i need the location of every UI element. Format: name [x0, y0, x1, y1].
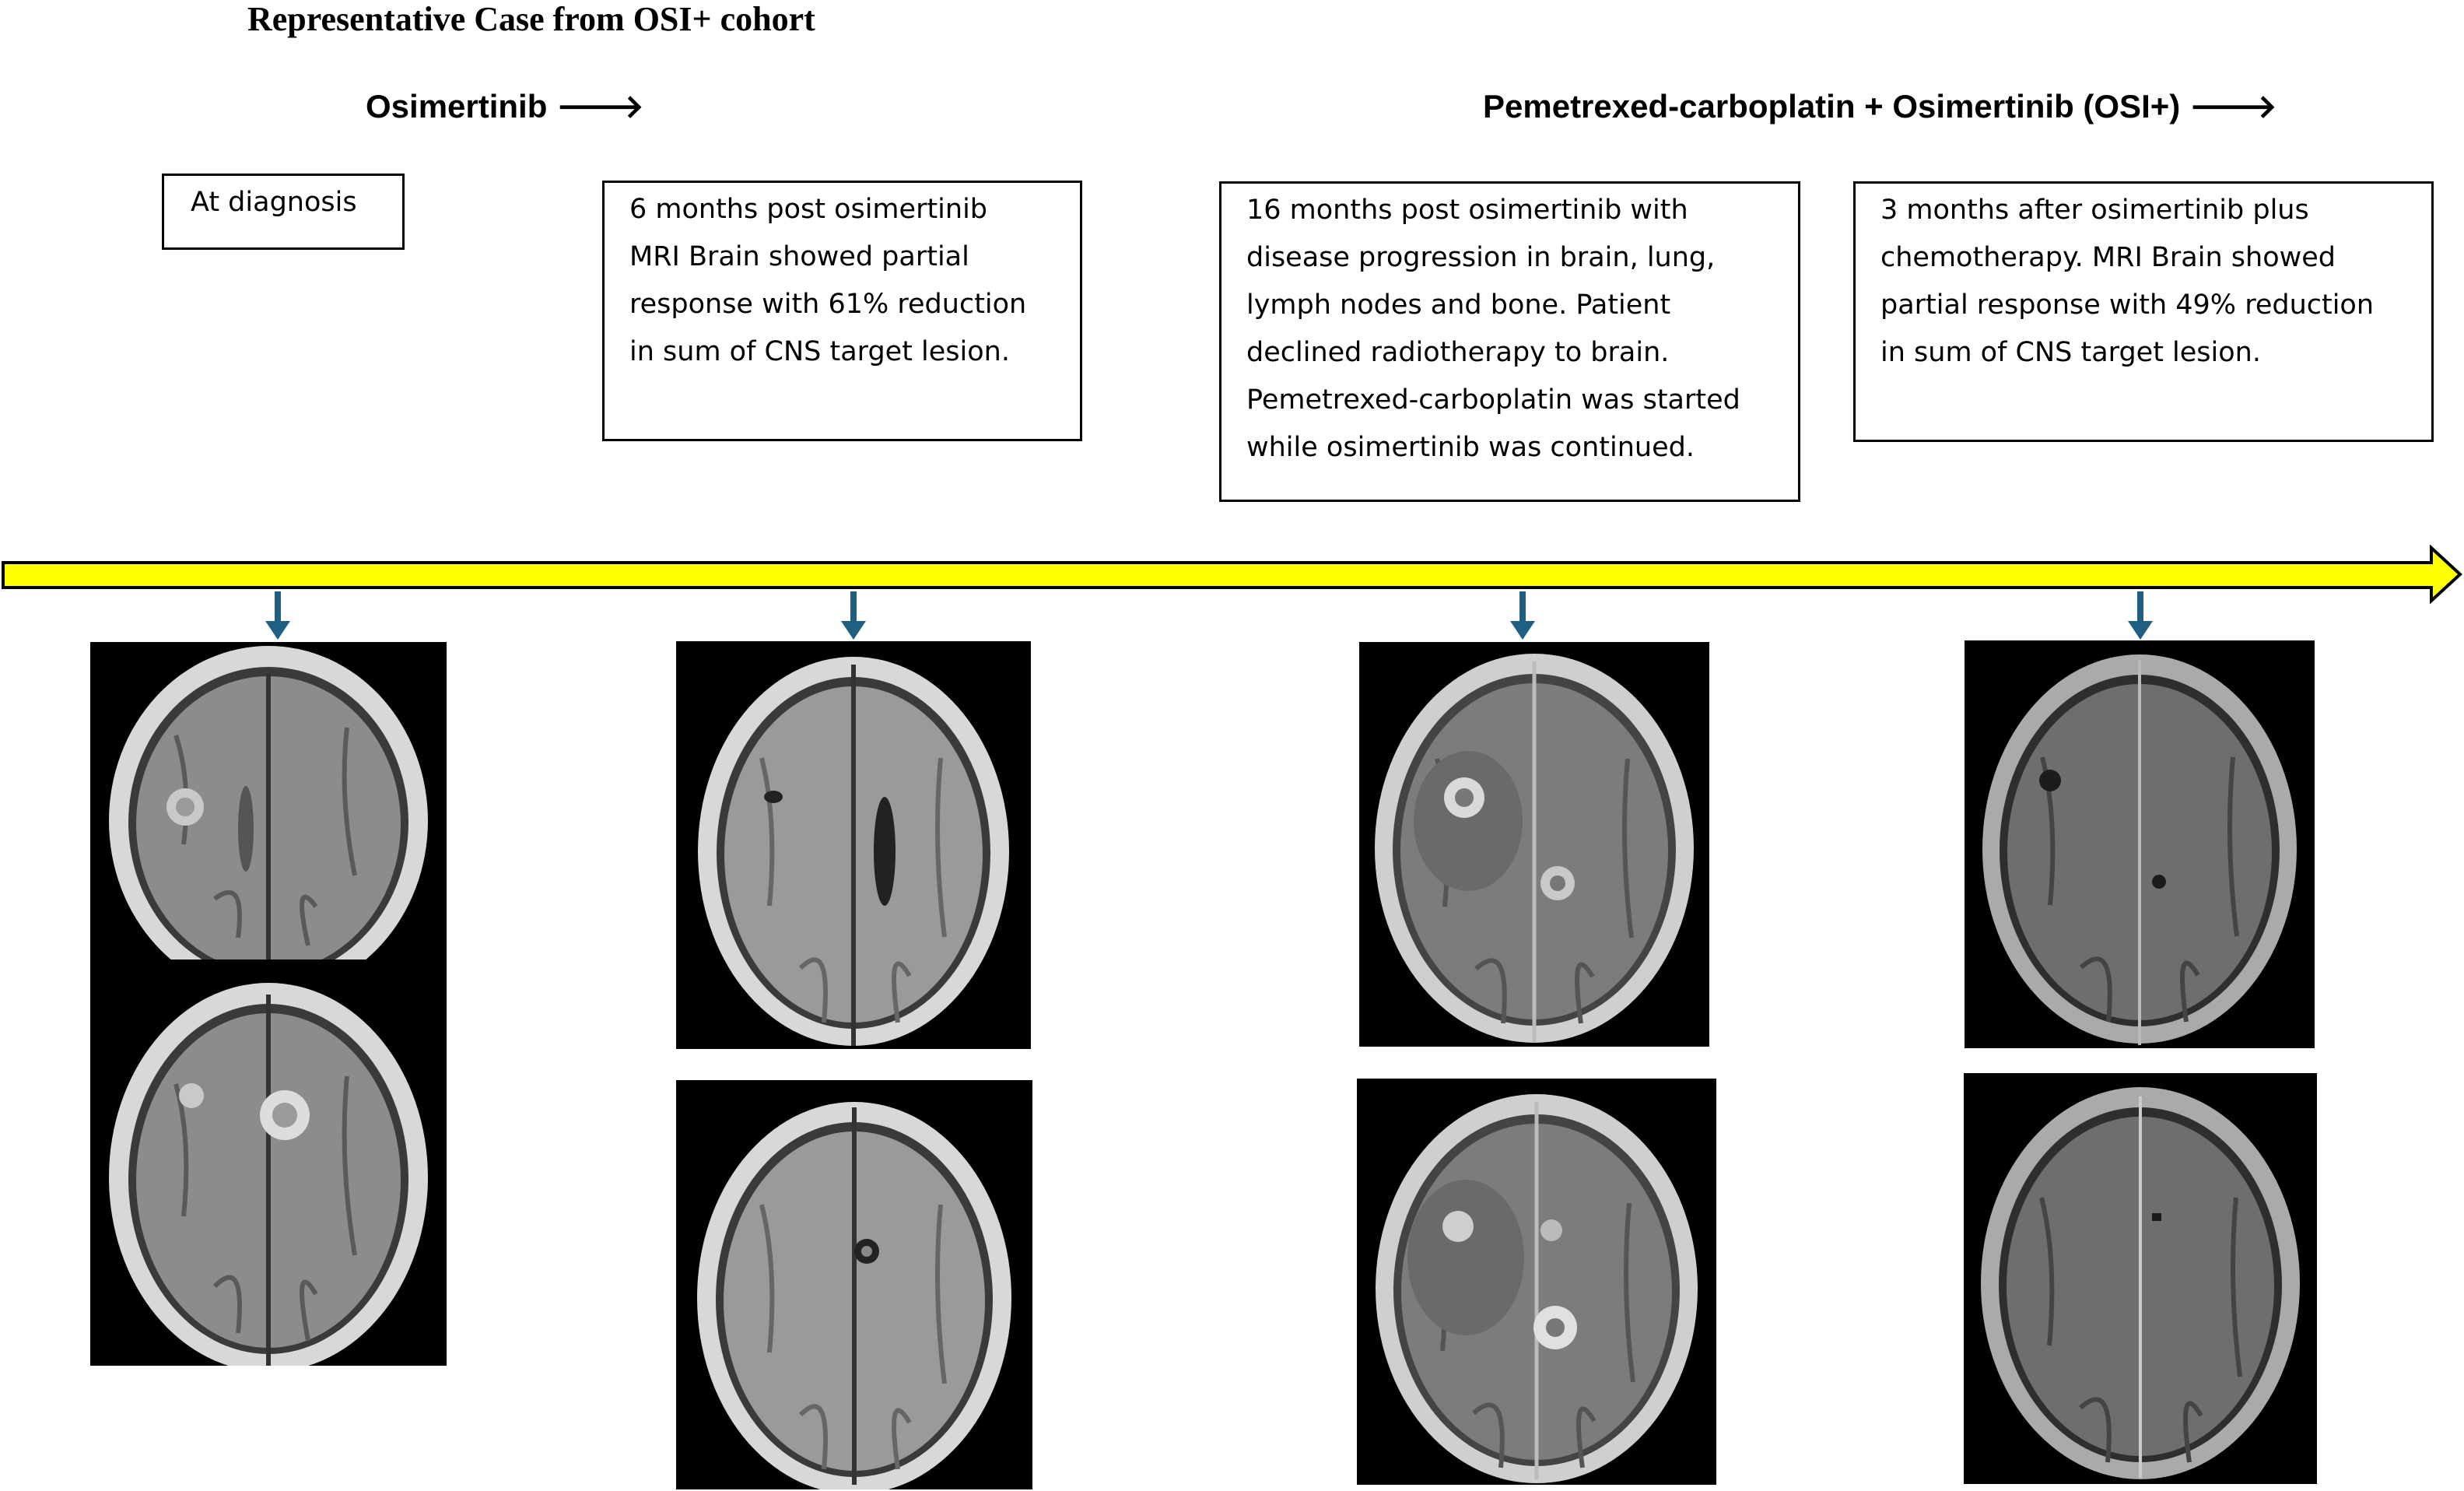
event-text-line: 6 months post osimertinib: [629, 194, 988, 225]
event-text-line: while osimertinib was continued.: [1246, 432, 1695, 463]
event-text-line: response with 61% reduction: [629, 289, 1027, 320]
event-text-line: 3 months after osimertinib plus: [1880, 195, 2309, 226]
figure-title: Representative Case from OSI+ cohort: [247, 0, 815, 38]
event-box-3-months-chemo: 3 months after osimertinib plus chemothe…: [1853, 181, 2434, 442]
event-text-line: disease progression in brain, lung,: [1246, 242, 1716, 273]
mri-image-16-months-2: [1357, 1079, 1716, 1485]
event-box-6-months: 6 months post osimertinib MRI Brain show…: [602, 181, 1082, 441]
event-text-line: partial response with 49% reduction: [1880, 289, 2375, 321]
down-arrow-icon: [2128, 591, 2153, 640]
event-text-line: declined radiotherapy to brain.: [1246, 337, 1670, 368]
mri-image-3-months-chemo-1: [1965, 640, 2315, 1048]
mri-image-3-months-chemo-2: [1964, 1073, 2317, 1484]
phase-heading-osi-plus: Pemetrexed-carboplatin + Osimertinib (OS…: [1483, 87, 2277, 126]
phase-label: Pemetrexed-carboplatin + Osimertinib (OS…: [1483, 88, 2181, 125]
event-text-line: At diagnosis: [191, 187, 357, 218]
event-text-line: lymph nodes and bone. Patient: [1246, 289, 1671, 321]
event-text-line: in sum of CNS target lesion.: [629, 336, 1010, 367]
phase-label: Osimertinib: [366, 88, 548, 125]
event-text-line: 16 months post osimertinib with: [1246, 195, 1688, 226]
event-box-diagnosis: At diagnosis: [162, 174, 405, 250]
down-arrow-icon: [265, 591, 290, 640]
down-arrow-icon: [1510, 591, 1535, 640]
mri-image-6-months-1: [676, 641, 1031, 1049]
timeline-arrow: [2, 545, 2462, 605]
right-arrow-icon: 🡒: [2189, 88, 2277, 125]
event-text-line: in sum of CNS target lesion.: [1880, 337, 2261, 368]
event-text-line: Pemetrexed-carboplatin was started: [1246, 384, 1740, 416]
down-arrow-icon: [841, 591, 866, 640]
event-text-line: chemotherapy. MRI Brain showed: [1880, 242, 2336, 273]
event-text-line: MRI Brain showed partial: [629, 241, 969, 272]
mri-image-16-months-1: [1359, 642, 1709, 1047]
right-arrow-icon: 🡒: [556, 88, 644, 125]
mri-image-diagnosis-2: [90, 960, 447, 1366]
mri-image-diagnosis-1: [90, 642, 447, 960]
phase-heading-osimertinib: Osimertinib 🡒: [366, 87, 644, 126]
event-box-16-months: 16 months post osimertinib with disease …: [1219, 181, 1800, 502]
mri-image-6-months-2: [676, 1080, 1032, 1489]
